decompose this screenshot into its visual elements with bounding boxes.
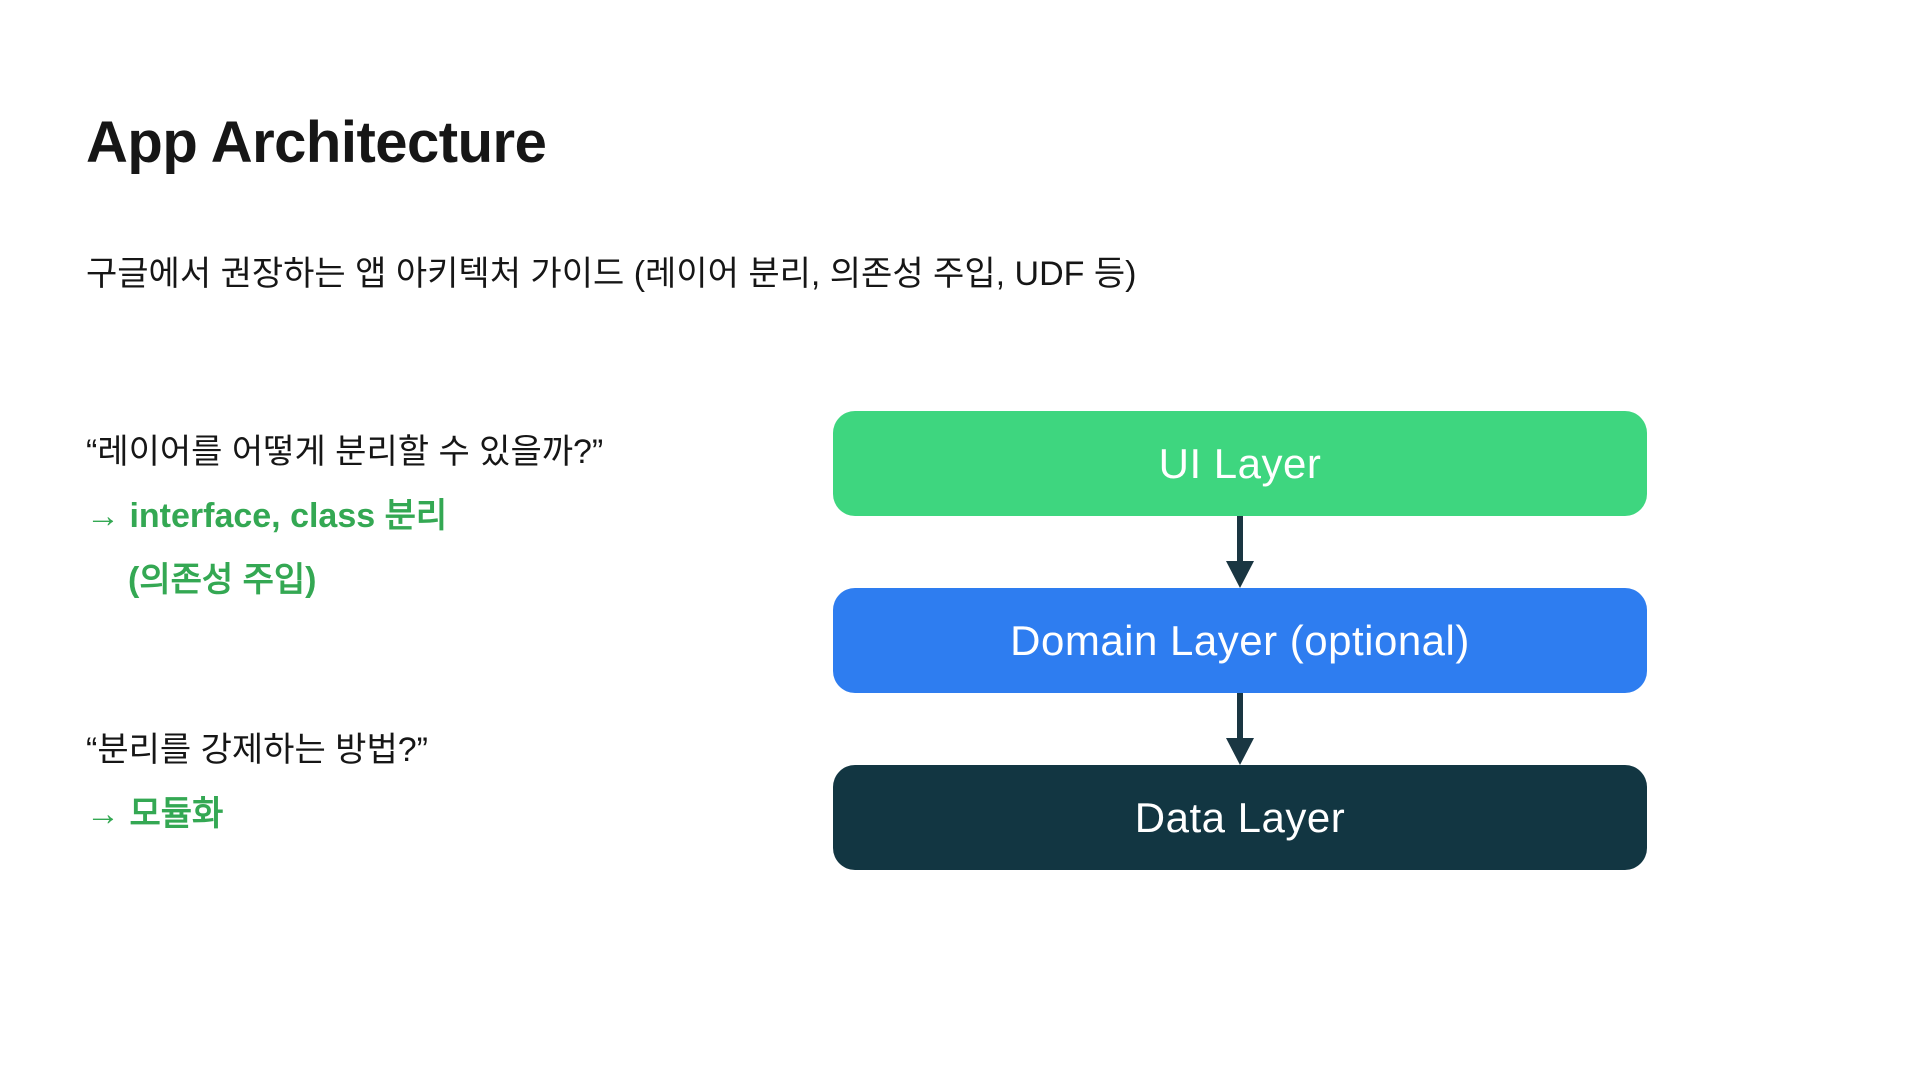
question-enforce-separation: “분리를 강제하는 방법?” xyxy=(86,731,428,769)
ui-layer-box: UI Layer xyxy=(833,411,1647,516)
question-layer-separation: “레이어를 어떻게 분리할 수 있을까?” xyxy=(86,433,604,471)
data-layer-label: Data Layer xyxy=(1134,793,1346,841)
note-layer-separation: “레이어를 어떻게 분리할 수 있을까?” → interface, class… xyxy=(86,420,603,612)
answer-interface-class: → interface, class 분리 xyxy=(86,497,448,535)
data-layer-box: Data Layer xyxy=(833,765,1647,870)
page-title: App Architecture xyxy=(86,110,547,175)
down-arrow-icon xyxy=(1226,693,1254,765)
domain-layer-box: Domain Layer (optional) xyxy=(833,588,1647,693)
note-enforce-separation: “분리를 강제하는 방법?” → 모듈화 xyxy=(86,718,428,846)
architecture-diagram: UI Layer Domain Layer (optional) Data La… xyxy=(833,411,1647,870)
answer-modularization: → 모듈화 xyxy=(86,795,224,833)
down-arrow-icon xyxy=(1226,516,1254,588)
domain-layer-label: Domain Layer (optional) xyxy=(1010,616,1470,664)
ui-layer-label: UI Layer xyxy=(1158,439,1322,487)
slide-subtitle: 구글에서 권장하는 앱 아키텍처 가이드 (레이어 분리, 의존성 주입, UD… xyxy=(86,255,1137,293)
answer-dependency-injection: (의존성 주입) xyxy=(128,561,317,599)
